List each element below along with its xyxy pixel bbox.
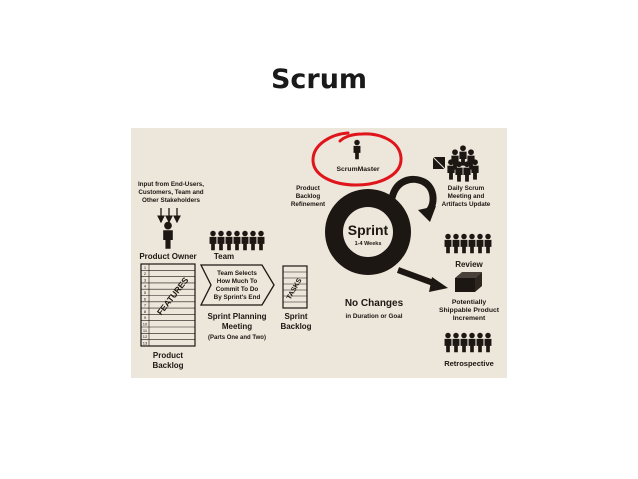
svg-text:Product: Product	[153, 351, 184, 360]
no-changes-label: No Changes	[345, 298, 404, 309]
backlog-number: 5	[144, 290, 147, 295]
svg-text:Sprint Planning: Sprint Planning	[207, 312, 266, 321]
svg-text:Daily Scrum: Daily Scrum	[448, 185, 485, 192]
product-backlog-list: 1 2 3 4 5 6 7 8 9 10 11 12 13 FEATURES	[140, 263, 196, 347]
sprint-backlog-label: Sprint Backlog	[280, 312, 311, 331]
backlog-number: 1	[144, 265, 147, 270]
team-selects-chevron	[199, 264, 275, 306]
increment-box-icon	[455, 272, 482, 292]
svg-text:Other Stakeholders: Other Stakeholders	[142, 197, 201, 204]
svg-text:Sprint: Sprint	[284, 312, 307, 321]
stakeholder-input-label: Input from End-Users, Customers, Team an…	[138, 181, 204, 204]
svg-text:Input from End-Users,: Input from End-Users,	[138, 181, 204, 188]
svg-text:Increment: Increment	[453, 315, 486, 322]
svg-text:Meeting: Meeting	[222, 322, 252, 331]
input-arrows	[157, 208, 181, 224]
backlog-number: 3	[144, 277, 147, 282]
delivery-arrow	[396, 267, 438, 287]
team-label: Team	[214, 252, 234, 261]
product-owner-label: Product Owner	[139, 252, 196, 261]
delivery-arrowhead	[429, 277, 448, 292]
svg-text:Potentially: Potentially	[452, 299, 487, 306]
artifacts-icon	[432, 156, 446, 170]
backlog-number: 8	[144, 309, 147, 314]
svg-text:By Sprint's End: By Sprint's End	[214, 294, 261, 301]
svg-text:Team Selects: Team Selects	[217, 270, 257, 277]
svg-text:Backlog: Backlog	[296, 193, 321, 200]
backlog-number: 6	[144, 296, 147, 301]
retrospective-label: Retrospective	[444, 359, 494, 368]
svg-text:Backlog: Backlog	[280, 322, 311, 331]
backlog-number: 7	[144, 303, 147, 308]
scrum-master-highlight-circle	[311, 131, 403, 187]
sprint-cycle-core	[343, 207, 393, 257]
backlog-number: 4	[144, 284, 147, 289]
refinement-label: Product Backlog Refinement	[291, 185, 326, 208]
svg-text:Product: Product	[296, 185, 321, 192]
daily-scrum-label: Daily Scrum Meeting and Artifacts Update	[442, 185, 491, 208]
sprint-planning-label: Sprint Planning Meeting (Parts One and T…	[207, 312, 266, 341]
svg-text:Backlog: Backlog	[152, 361, 183, 370]
scrum-master-label: ScrumMaster	[336, 166, 379, 173]
team-selects-text: Team Selects How Much To Commit To Do By…	[214, 270, 261, 301]
no-changes-sub-label: in Duration or Goal	[345, 313, 402, 320]
svg-text:Artifacts Update: Artifacts Update	[442, 201, 491, 208]
sprint-label: Sprint	[348, 222, 389, 238]
sprint-duration-label: 1-4 Weeks	[355, 241, 382, 247]
svg-text:Meeting and: Meeting and	[448, 193, 485, 200]
backlog-number: 12	[143, 334, 148, 339]
svg-text:(Parts One and Two): (Parts One and Two)	[208, 335, 266, 341]
review-label: Review	[455, 260, 483, 269]
daily-loop-arrow	[388, 175, 437, 216]
increment-label: Potentially Shippable Product Increment	[439, 299, 500, 322]
svg-text:Shippable Product: Shippable Product	[439, 307, 500, 314]
svg-text:How Much To: How Much To	[217, 278, 258, 285]
sprint-backlog-list: TASKS	[282, 265, 308, 309]
backlog-number: 10	[143, 322, 148, 327]
backlog-number: 2	[144, 271, 147, 276]
product-backlog-label: Product Backlog	[152, 351, 183, 370]
daily-loop-arrowhead	[418, 206, 436, 222]
backlog-number: 9	[144, 315, 147, 320]
backlog-number: 13	[143, 340, 148, 345]
slide-title: Scrum	[270, 64, 368, 95]
svg-text:Refinement: Refinement	[291, 201, 326, 208]
svg-text:Customers, Team and: Customers, Team and	[138, 189, 203, 196]
svg-text:Commit To Do: Commit To Do	[216, 286, 259, 293]
backlog-number: 11	[143, 328, 148, 333]
